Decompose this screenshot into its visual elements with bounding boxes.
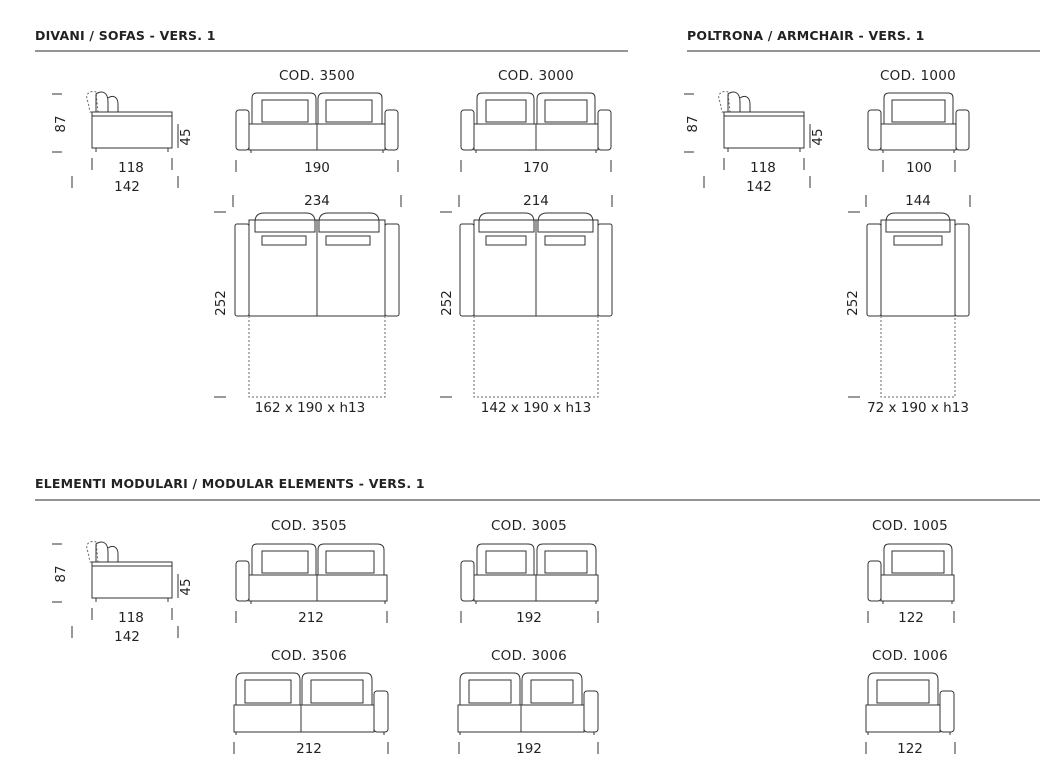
side-seat-height-label: 45 [178, 128, 194, 145]
side-view-armchair: 87 45 118 142 [683, 90, 826, 195]
side-view-modular: 87 45 118 142 [51, 540, 194, 645]
front-view-cod-1005: COD. 1005 122 [867, 518, 955, 626]
code-label: COD. 1005 [872, 518, 948, 534]
code-label: COD. 3006 [491, 648, 567, 664]
top-width-label: 144 [905, 193, 931, 209]
side-depth-outer-label: 142 [746, 179, 772, 195]
front-view-cod-3006: COD. 3006 192 [457, 648, 599, 757]
code-label: COD. 3500 [279, 68, 355, 84]
length-label: 252 [213, 290, 229, 316]
side-depth-outer-label: 142 [114, 179, 140, 195]
width-label: 190 [304, 160, 330, 176]
top-width-label: 234 [304, 193, 330, 209]
plan-view-cod-1000: 144 252 72 x 190 x h13 [845, 193, 971, 416]
section-title-sofas: DIVANI / SOFAS - VERS. 1 [35, 28, 216, 43]
side-view-sofas: 87 45 118 142 [51, 90, 194, 195]
section-header-modular: ELEMENTI MODULARI / MODULAR ELEMENTS - V… [35, 476, 1040, 501]
code-label: COD. 3005 [491, 518, 567, 534]
bed-size-label: 142 x 190 x h13 [481, 400, 591, 416]
width-label: 192 [516, 610, 542, 626]
front-view-cod-3505: COD. 3505 212 [235, 518, 388, 626]
code-label: COD. 1000 [880, 68, 956, 84]
side-depth-inner-label: 118 [118, 160, 144, 176]
side-depth-inner-label: 118 [750, 160, 776, 176]
side-depth-outer-label: 142 [114, 629, 140, 645]
side-height-label: 87 [53, 115, 69, 132]
front-view-cod-1006: COD. 1006 122 [865, 648, 956, 757]
side-seat-height-label: 45 [178, 578, 194, 595]
width-label: 122 [897, 741, 923, 757]
width-label: 100 [906, 160, 932, 176]
front-view-cod-3005: COD. 3005 192 [460, 518, 599, 626]
width-label: 212 [298, 610, 324, 626]
front-view-cod-1000: COD. 1000 100 [867, 68, 970, 176]
width-label: 122 [898, 610, 924, 626]
length-label: 252 [439, 290, 455, 316]
front-view-cod-3500: COD. 3500 190 [235, 68, 399, 176]
code-label: COD. 1006 [872, 648, 948, 664]
side-depth-inner-label: 118 [118, 610, 144, 626]
bed-size-label: 162 x 190 x h13 [255, 400, 365, 416]
section-title-armchair: POLTRONA / ARMCHAIR - VERS. 1 [687, 28, 925, 43]
code-label: COD. 3506 [271, 648, 347, 664]
side-seat-height-label: 45 [810, 128, 826, 145]
front-view-cod-3000: COD. 3000 170 [460, 68, 612, 176]
section-header-armchair: POLTRONA / ARMCHAIR - VERS. 1 [687, 28, 1040, 52]
width-label: 192 [516, 741, 542, 757]
bed-size-label: 72 x 190 x h13 [867, 400, 969, 416]
front-view-cod-3506: COD. 3506 212 [233, 648, 389, 757]
top-width-label: 214 [523, 193, 549, 209]
section-title-modular: ELEMENTI MODULARI / MODULAR ELEMENTS - V… [35, 476, 425, 491]
code-label: COD. 3000 [498, 68, 574, 84]
side-height-label: 87 [685, 115, 701, 132]
length-label: 252 [845, 290, 861, 316]
side-height-label: 87 [53, 565, 69, 582]
width-label: 212 [296, 741, 322, 757]
width-label: 170 [523, 160, 549, 176]
section-header-sofas: DIVANI / SOFAS - VERS. 1 [35, 28, 628, 52]
plan-view-cod-3500: 234 252 162 x 190 x h13 [213, 193, 402, 416]
code-label: COD. 3505 [271, 518, 347, 534]
plan-view-cod-3000: 214 252 142 x 190 x h13 [439, 193, 613, 416]
